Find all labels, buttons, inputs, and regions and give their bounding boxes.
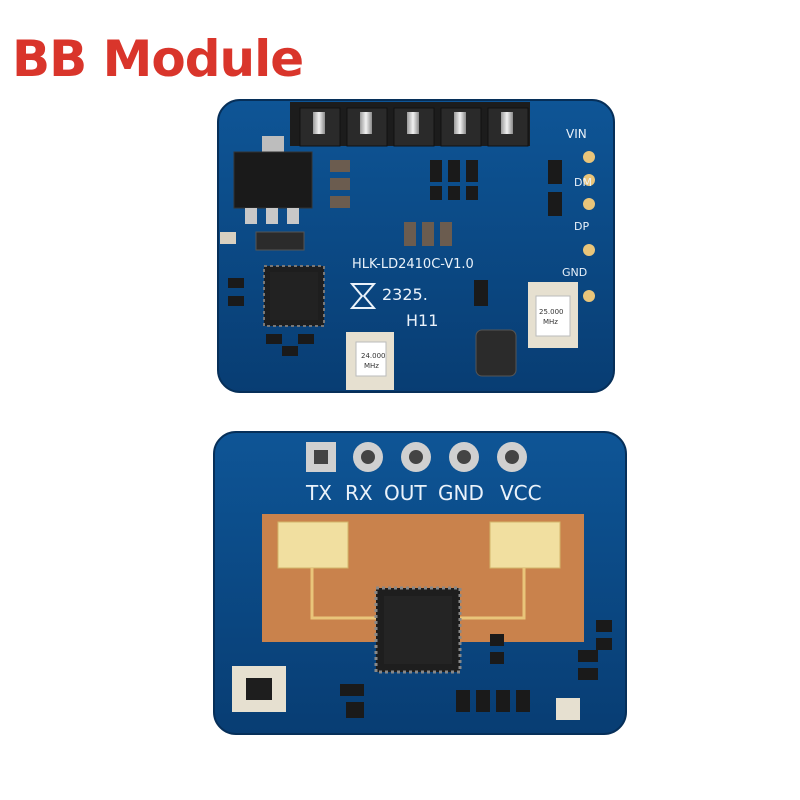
pin-label-out: OUT [384, 481, 427, 505]
crystal-24mhz [346, 332, 394, 390]
crystal-25mhz [528, 282, 578, 348]
crystal-2-unit-label: MHz [543, 318, 558, 326]
pin-label-gnd-bottom: GND [438, 481, 484, 505]
pin-label-gnd: GND [562, 266, 587, 279]
board-marking: H11 [406, 311, 438, 330]
pin-label-dp: DP [574, 220, 589, 233]
gold-pads [583, 151, 595, 302]
smd-resistor [556, 698, 580, 720]
pin-label-tx: TX [305, 481, 332, 505]
pin-label-vin: VIN [566, 127, 587, 141]
top-board: HLK-LD2410C-V1.0 2325. H11 24.000 24.000… [217, 99, 615, 393]
crystal-2-freq-label: 25.000 [539, 308, 564, 316]
pin-label-rx: RX [345, 481, 373, 505]
date-code: 2325. [382, 285, 428, 304]
bottom-board: TX RX OUT GND VCC [213, 431, 627, 735]
bottom-pin-holes [306, 442, 527, 472]
voltage-regulator [233, 136, 313, 251]
inductor [475, 329, 517, 377]
model-label: HLK-LD2410C-V1.0 [352, 257, 474, 272]
microcontroller-chip [263, 265, 325, 327]
crystal-1-unit-label: MHz [364, 362, 379, 370]
product-title: BB Module [12, 30, 304, 88]
manufacturer-logo [349, 283, 377, 309]
pin-label-vcc: VCC [500, 481, 542, 505]
pin-label-dm: DM [574, 176, 592, 189]
smd-components [220, 160, 562, 356]
crystal-1-freq-label: 24.000 [361, 352, 386, 360]
light-sensor-window [246, 678, 272, 700]
radar-chip [374, 586, 462, 674]
pin-header [290, 102, 530, 147]
bottom-smd-components [340, 620, 612, 718]
